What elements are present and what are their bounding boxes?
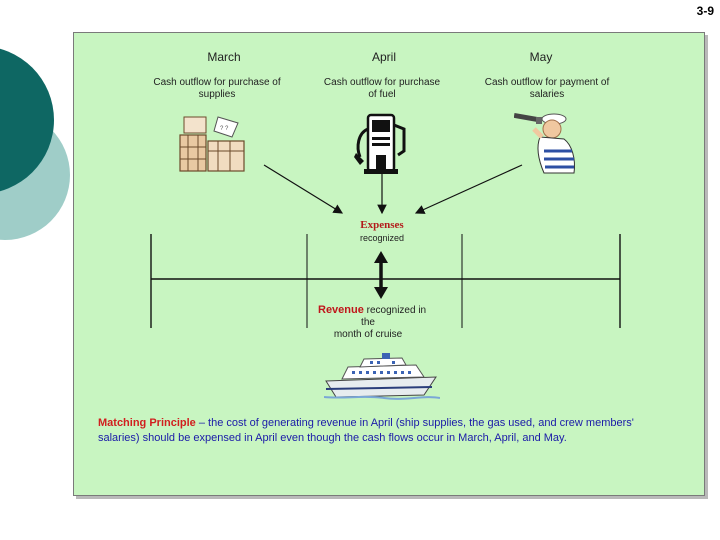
caption-may-line1: Cash outflow for payment of xyxy=(484,77,610,88)
expenses-recognized-label: recognized xyxy=(359,233,405,243)
double-arrow-up-head xyxy=(374,251,388,263)
caption-april-line1: Cash outflow for purchase xyxy=(323,77,441,88)
timeline-diagram xyxy=(150,164,621,328)
expenses-label: Expenses xyxy=(360,219,404,231)
revenue-rest-line3: month of cruise xyxy=(333,329,403,340)
revenue-note: Revenue recognized in the month of cruis… xyxy=(318,304,458,341)
matching-principle-body: – the cost of generating revenue in Apri… xyxy=(98,417,634,444)
slide-number: 3-9 xyxy=(696,4,714,18)
caption-april: Cash outflow for purchase of fuel xyxy=(297,77,467,101)
caption-may-line2: salaries xyxy=(529,89,565,100)
caption-april-line2: of fuel xyxy=(368,89,396,100)
month-march: March xyxy=(207,50,241,64)
revenue-rest-line2: the xyxy=(361,317,375,328)
arrow-march-to-expenses xyxy=(263,164,344,214)
month-april: April xyxy=(371,50,396,64)
svg-text:? ?: ? ? xyxy=(220,126,229,132)
fuel-pump-icon xyxy=(354,113,406,174)
decorative-circles xyxy=(0,48,70,240)
caption-march: Cash outflow for purchase of supplies xyxy=(153,77,281,100)
arrow-may-to-expenses xyxy=(414,164,523,214)
sailor-telescope-icon xyxy=(514,112,575,174)
double-arrow-down-head xyxy=(374,287,388,299)
revenue-rest-line1: recognized in xyxy=(363,305,427,316)
cruise-ship-icon xyxy=(324,353,440,400)
revenue-word: Revenue xyxy=(318,304,364,316)
diagram-panel: March April May Cash outflow for purchas… xyxy=(73,32,705,496)
matching-principle-title: Matching Principle xyxy=(98,417,196,429)
caption-may: Cash outflow for payment of salaries xyxy=(462,77,632,101)
month-may: May xyxy=(529,50,553,64)
supplies-crates-icon: ? ? xyxy=(179,116,245,172)
matching-principle-text: Matching Principle – the cost of generat… xyxy=(98,416,678,446)
